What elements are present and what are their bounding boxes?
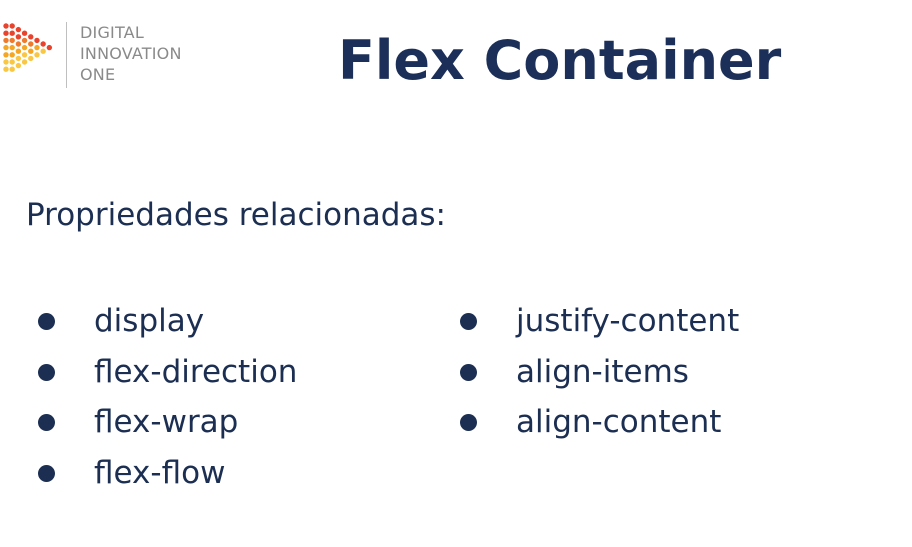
bullet-icon xyxy=(460,414,477,431)
bullet-icon xyxy=(460,363,477,381)
logo-dot xyxy=(3,23,9,29)
logo-dot xyxy=(9,66,15,72)
logo-dot xyxy=(28,55,34,62)
logo-dot xyxy=(9,37,15,44)
logo-dot xyxy=(21,52,28,58)
logo-divider xyxy=(66,22,67,88)
logo-dot xyxy=(34,37,40,44)
logo-dot xyxy=(15,34,22,40)
brand-logo: DIGITAL INNOVATION ONE xyxy=(0,18,220,98)
logo-dot xyxy=(21,59,28,65)
logo-dot xyxy=(9,59,15,65)
logo-dot xyxy=(3,66,9,72)
logo-dot xyxy=(28,41,34,47)
bullet-icon xyxy=(38,414,55,431)
property-label: flex-direction xyxy=(94,353,298,390)
logo-dot xyxy=(21,30,28,36)
logo-dot xyxy=(9,44,15,51)
logo-dot xyxy=(9,52,15,58)
property-label: flex-flow xyxy=(94,454,226,491)
logo-dot xyxy=(9,30,15,36)
dotted-triangle-logo-icon xyxy=(3,23,53,72)
logo-dot xyxy=(21,44,28,51)
logo-dot xyxy=(3,52,9,58)
logo-dot xyxy=(9,23,15,29)
logo-dot xyxy=(40,41,46,47)
logo-line-2: INNOVATION xyxy=(80,44,182,63)
logo-dot xyxy=(28,34,34,40)
logo-dot xyxy=(21,37,28,44)
bullet-icon xyxy=(38,363,55,381)
logo-dot xyxy=(3,44,9,51)
logo-dot xyxy=(15,62,22,69)
logo-wordmark: DIGITAL INNOVATION ONE xyxy=(80,22,182,85)
logo-dot xyxy=(34,44,40,51)
logo-dot xyxy=(3,30,9,36)
slide-subtitle: Propriedades relacionadas: xyxy=(26,197,446,233)
property-label: display xyxy=(94,303,205,339)
bullet-icon xyxy=(460,313,477,330)
logo-line-3: ONE xyxy=(80,65,116,84)
logo-dot xyxy=(28,48,34,54)
logo-dot xyxy=(3,59,9,65)
logo-dot xyxy=(40,48,46,54)
logo-dot xyxy=(34,52,40,58)
property-label: align-content xyxy=(516,404,722,440)
logo-dot xyxy=(15,55,22,62)
logo-dot xyxy=(15,26,22,33)
logo-line-1: DIGITAL xyxy=(80,23,144,42)
bullet-icon xyxy=(38,464,55,482)
bullet-icon xyxy=(38,313,55,330)
property-label: flex-wrap xyxy=(94,404,239,440)
property-label: justify-content xyxy=(516,303,740,339)
logo-dot xyxy=(46,44,53,51)
logo-dot xyxy=(3,37,9,44)
logo-dot xyxy=(15,48,22,54)
logo-dot xyxy=(15,41,22,47)
slide-title: Flex Container xyxy=(338,29,782,92)
property-label: align-items xyxy=(516,353,689,390)
